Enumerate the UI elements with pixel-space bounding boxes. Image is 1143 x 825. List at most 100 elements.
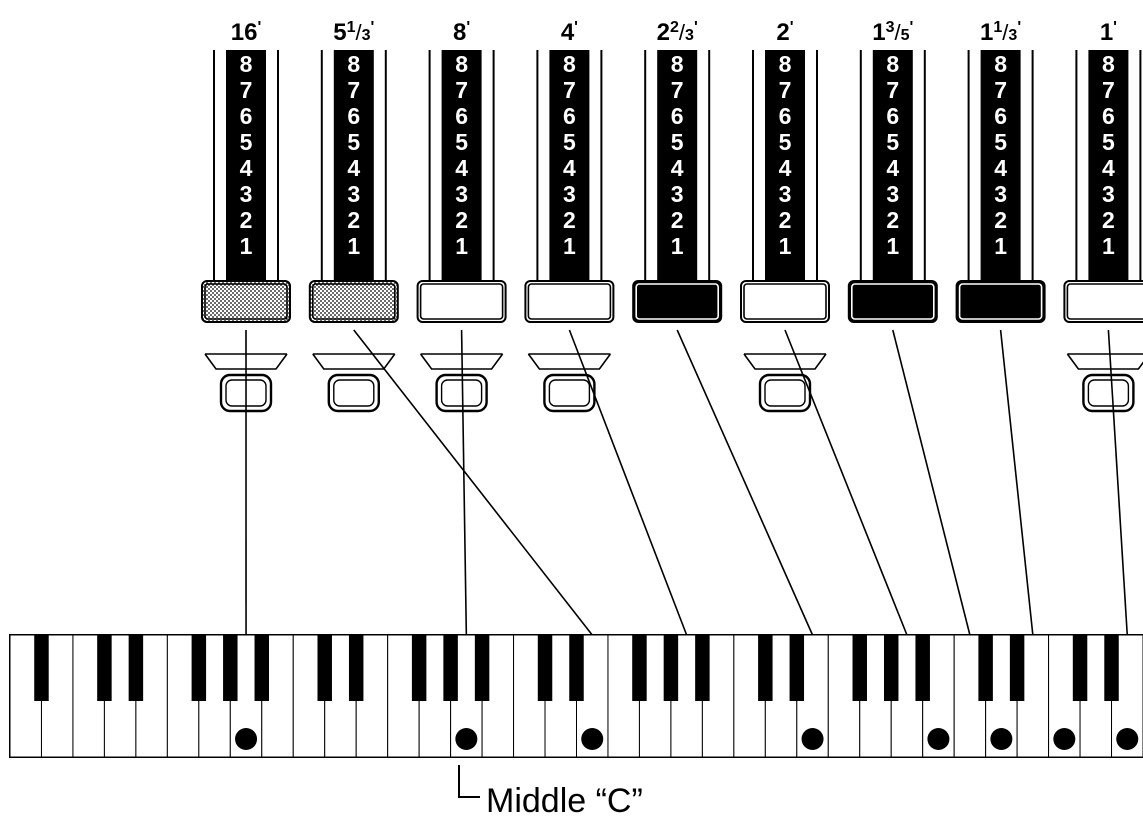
footage-fraction-slash: / xyxy=(679,20,686,45)
black-key[interactable] xyxy=(348,635,364,701)
scale-number: 2 xyxy=(779,207,792,233)
black-key[interactable] xyxy=(223,635,238,701)
black-key[interactable] xyxy=(254,635,270,701)
drawbar-handle[interactable] xyxy=(955,280,1046,413)
black-key[interactable] xyxy=(443,635,458,701)
key-dot-marker xyxy=(455,728,478,750)
drawbar-row: 16'8765432151/3'876543218'876543214'8765… xyxy=(201,19,1143,413)
footage-mark: ' xyxy=(910,19,914,36)
scale-number: 1 xyxy=(455,233,468,259)
drawbar-shaft xyxy=(441,50,482,283)
drawbar-shaft xyxy=(333,50,374,283)
scale-number: 8 xyxy=(1102,51,1115,77)
black-key[interactable] xyxy=(411,635,427,701)
black-key[interactable] xyxy=(191,635,207,701)
footage-mark: ' xyxy=(790,19,794,36)
drawbar-handle[interactable] xyxy=(308,280,399,413)
scale-number: 5 xyxy=(779,129,792,155)
drawbar-shaft xyxy=(872,50,913,283)
black-key[interactable] xyxy=(537,635,553,701)
scale-number: 8 xyxy=(994,51,1007,77)
drawbar-footage-label: 1' xyxy=(1100,19,1117,46)
drawbar-handle[interactable] xyxy=(740,280,830,413)
scale-number: 3 xyxy=(1102,181,1115,207)
middle-c-leader xyxy=(458,765,480,798)
black-key[interactable] xyxy=(317,635,332,701)
scale-number: 7 xyxy=(455,77,468,103)
middle-c-callout: Middle “C” xyxy=(458,765,643,820)
black-key[interactable] xyxy=(663,635,679,701)
black-key[interactable] xyxy=(695,635,710,701)
scale-number: 2 xyxy=(671,207,684,233)
scale-number: 2 xyxy=(240,207,253,233)
black-key[interactable] xyxy=(883,635,899,701)
drawbar-handle[interactable] xyxy=(524,280,615,413)
footage-fraction-numerator: 2 xyxy=(670,19,679,36)
scale-number: 4 xyxy=(994,155,1007,181)
black-key[interactable] xyxy=(97,635,112,701)
scale-number: 5 xyxy=(994,129,1007,155)
black-key[interactable] xyxy=(1104,635,1119,701)
drawbar-footage-label: 8' xyxy=(453,19,470,46)
black-key[interactable] xyxy=(1009,635,1025,701)
footage-mark: ' xyxy=(257,19,261,36)
black-key[interactable] xyxy=(632,635,647,701)
scale-number: 6 xyxy=(994,103,1007,129)
scale-number: 4 xyxy=(240,155,253,181)
scale-number: 3 xyxy=(779,181,792,207)
black-key[interactable] xyxy=(978,635,993,701)
scale-number: 4 xyxy=(563,155,576,181)
scale-number: 7 xyxy=(994,77,1007,103)
black-key[interactable] xyxy=(474,635,490,701)
scale-number: 4 xyxy=(1102,155,1115,181)
black-key[interactable] xyxy=(34,635,49,701)
connection-line xyxy=(784,329,908,636)
black-key[interactable] xyxy=(852,635,867,701)
scale-number: 2 xyxy=(563,207,576,233)
drawbar-footage-label: 11/3' xyxy=(980,19,1021,46)
scale-number: 6 xyxy=(1102,103,1115,129)
drawbar-handle[interactable] xyxy=(1063,280,1143,413)
footage-number: 1 xyxy=(1100,19,1113,46)
black-key[interactable] xyxy=(1072,635,1088,701)
scale-number: 7 xyxy=(1102,77,1115,103)
scale-number: 3 xyxy=(563,181,576,207)
scale-number: 3 xyxy=(240,181,253,207)
black-key[interactable] xyxy=(915,635,930,701)
scale-number: 2 xyxy=(455,207,468,233)
middle-c-label: Middle “C” xyxy=(486,782,643,820)
key-dot-marker xyxy=(235,728,258,750)
scale-number: 7 xyxy=(779,77,792,103)
scale-number: 1 xyxy=(347,233,360,259)
footage-fraction-slash: / xyxy=(895,20,902,45)
scale-number: 5 xyxy=(563,129,576,155)
scale-number: 3 xyxy=(455,181,468,207)
footage-mark: ' xyxy=(694,19,698,36)
scale-number: 2 xyxy=(1102,207,1115,233)
footage-mark: ' xyxy=(466,19,470,36)
scale-number: 8 xyxy=(779,51,792,77)
footage-number: 16 xyxy=(231,19,258,46)
black-key[interactable] xyxy=(128,635,144,701)
black-key[interactable] xyxy=(758,635,773,701)
drawbar-handle[interactable] xyxy=(632,280,723,413)
black-key[interactable] xyxy=(789,635,805,701)
scale-number: 1 xyxy=(563,233,576,259)
key-dot-marker xyxy=(927,728,950,750)
drawbar-handle[interactable] xyxy=(847,280,938,413)
footage-mark: ' xyxy=(1017,19,1021,36)
scale-number: 2 xyxy=(347,207,360,233)
scale-number: 6 xyxy=(240,103,253,129)
scale-number: 4 xyxy=(671,155,684,181)
black-key[interactable] xyxy=(569,635,584,701)
